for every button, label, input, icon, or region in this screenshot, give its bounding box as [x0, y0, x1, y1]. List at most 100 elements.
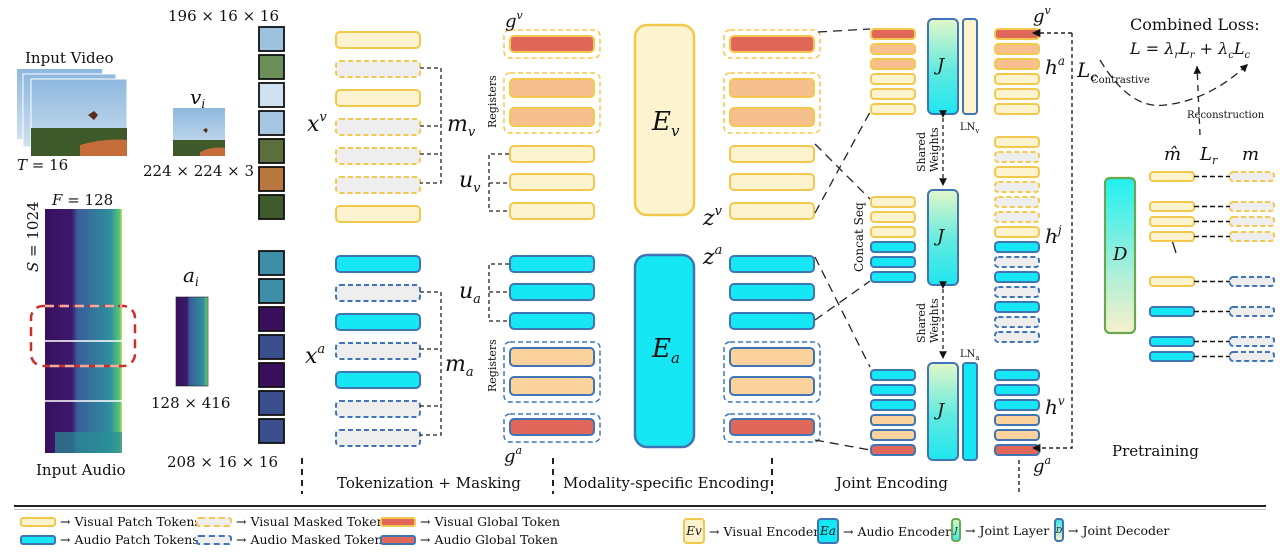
audio-patch-token [994, 384, 1040, 396]
visual-patch-token [335, 89, 421, 107]
legend-label: → Visual Patch Tokens [60, 514, 201, 529]
visual-patch-token [335, 31, 421, 49]
visual-patch-thumbnail [258, 54, 285, 80]
visual-register-token [729, 78, 815, 98]
joint-decoder-symbol: D [1112, 244, 1128, 265]
combined-loss-formula: L = λrLr + λcLc [1129, 39, 1250, 61]
token-group-outline [503, 29, 601, 59]
visual-unmasked-bracket [488, 153, 509, 212]
visual-patch-thumbnail [258, 82, 285, 108]
visual-patch-token [1149, 276, 1195, 287]
visual-patch-token [870, 73, 916, 85]
audio-global-label: ga [504, 444, 522, 467]
token-group-outline [503, 341, 601, 403]
legend-divider [14, 505, 1266, 507]
legend-label: → Visual Encoder [709, 523, 820, 539]
joint-concat-input [870, 196, 916, 283]
joint-layer-mid-symbol: J [933, 226, 946, 247]
audio-patch-token [870, 399, 916, 411]
audio-patch-thumbnail [258, 390, 285, 416]
freq-label: F = 128 [51, 191, 113, 209]
reconstruction-label: Reconstruction [1187, 110, 1265, 121]
visual-encoder-icon: Ev [683, 518, 705, 544]
legend-audio-global: → Audio Global Token [380, 532, 558, 547]
pred-label: m̂ [1164, 144, 1181, 165]
contrastive-curve [1099, 59, 1249, 107]
audio-masked-token [994, 256, 1040, 268]
contrastive-loss-label: Lc [1076, 58, 1097, 84]
legend-visual-global: → Visual Global Token [380, 514, 560, 529]
audio-patch-token [335, 371, 421, 389]
audio-patch-token [994, 399, 1040, 411]
audio-patches-shape: 208 × 16 × 16 [167, 453, 278, 471]
contrastive-label: Contrastive [1091, 75, 1150, 86]
visual-register-token [870, 43, 916, 55]
audio-masked-token [994, 331, 1040, 343]
visual-sample-label: vi [190, 85, 205, 111]
audio-global-token [994, 444, 1040, 456]
audio-patch-token [994, 369, 1040, 381]
token-group-outline [723, 413, 821, 443]
visual-patch-token [870, 211, 916, 223]
visual-mask-bracket [420, 67, 442, 184]
visual-patch-token [729, 173, 815, 191]
audio-masked-token [335, 400, 421, 418]
joint-layer-icon: J [951, 518, 961, 542]
visual-sample-shape: 224 × 224 × 3 [143, 162, 254, 180]
audio-masked-token [1229, 306, 1275, 317]
visual-patch-token [1149, 201, 1195, 212]
visual-patch-token [509, 202, 595, 220]
audio-token-sequence [335, 255, 421, 447]
token-group-outline [503, 413, 601, 443]
visual-patches [258, 26, 285, 220]
visual-register-token [994, 43, 1040, 55]
visual-register-token [870, 58, 916, 70]
legend-label: → Audio Encoder [843, 523, 952, 539]
legend-audio-encoder: Ea→ Audio Encoder [817, 518, 951, 544]
visual-tokens-label: xv [307, 110, 327, 137]
stage-modality-encoding: Modality-specific Encoding [563, 474, 770, 492]
visual-masked-token [335, 118, 421, 136]
audio-register-token [994, 429, 1040, 441]
visual-patch-thumbnail [258, 138, 285, 164]
recon-loss-label: Lr [1199, 144, 1218, 167]
audio-patch-token [1149, 306, 1195, 317]
audio-masked-token [1229, 351, 1275, 362]
architecture-diagram: Input Video T = 16 vi 224 × 224 × 3 196 … [17, 4, 1275, 494]
visual-global-label: gv [505, 9, 524, 32]
token-group-outline [723, 341, 821, 403]
audio-masked-token [994, 316, 1040, 328]
audio-register-token [729, 376, 815, 396]
combined-loss-title: Combined Loss: [1130, 15, 1260, 34]
visual-masked-token [335, 147, 421, 165]
visual-register-token [509, 107, 595, 127]
visual-patch-thumbnail [258, 194, 285, 220]
joint-audio-output [994, 369, 1040, 456]
visual-patch-thumbnail [258, 26, 285, 52]
audio-patch-thumbnail [258, 250, 285, 276]
visual-patches-shape: 196 × 16 × 16 [168, 7, 279, 25]
audio-patch-thumbnail [258, 334, 285, 360]
ln-audio-label: LNa [960, 349, 980, 362]
visual-patch-token [729, 202, 815, 220]
legend-visual-encoder: Ev→ Visual Encoder [683, 518, 819, 544]
visual-masked-token [1229, 171, 1275, 182]
audio-masked-token [335, 342, 421, 360]
audio-global-swatch [380, 534, 416, 545]
joint-decoder-icon: D [1054, 518, 1064, 542]
visual-patch-token [994, 166, 1040, 178]
audio-patch-token [509, 283, 595, 301]
visual-masked-token [1229, 231, 1275, 242]
joint-layer-bot [927, 362, 959, 461]
visual-global-swatch [380, 516, 416, 527]
audio-mask-label: ma [445, 352, 474, 380]
audio-patch-thumbnail [258, 278, 285, 304]
joint-decoder [1103, 176, 1137, 335]
legend-label: → Joint Decoder [1068, 522, 1170, 538]
joint-layer-top-symbol: J [933, 55, 946, 76]
audio-encoder-output [723, 255, 821, 443]
audio-encoder [633, 253, 696, 449]
ln-audio [962, 362, 978, 461]
visual-registers-label: Registers [486, 75, 499, 128]
legend-divider-thin [14, 509, 1266, 510]
